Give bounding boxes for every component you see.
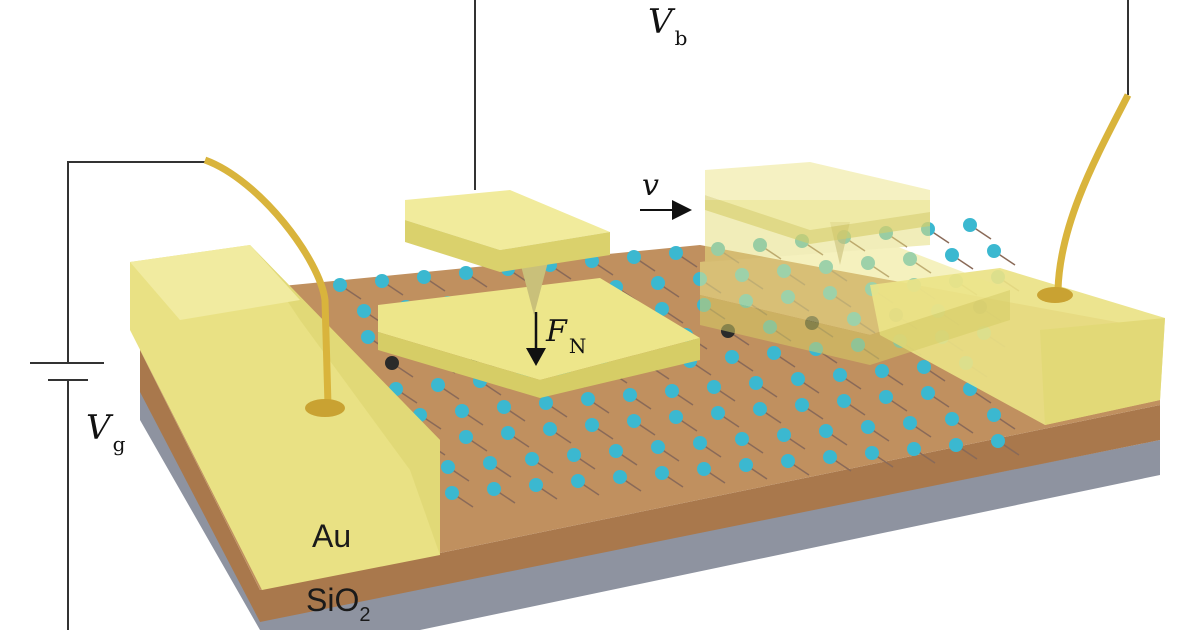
atom bbox=[963, 218, 977, 232]
right-bond-pad bbox=[1037, 287, 1073, 303]
atom bbox=[669, 246, 683, 260]
atom bbox=[459, 266, 473, 280]
atom bbox=[441, 460, 455, 474]
atom bbox=[455, 404, 469, 418]
atom bbox=[623, 388, 637, 402]
atom bbox=[777, 428, 791, 442]
atom bbox=[501, 426, 515, 440]
atom bbox=[921, 386, 935, 400]
atom bbox=[357, 304, 371, 318]
atom bbox=[833, 368, 847, 382]
atom bbox=[651, 276, 665, 290]
atom bbox=[725, 350, 739, 364]
contact-plate-left bbox=[378, 278, 700, 398]
atom bbox=[693, 436, 707, 450]
atom bbox=[991, 434, 1005, 448]
atom bbox=[949, 438, 963, 452]
atom bbox=[749, 376, 763, 390]
atom bbox=[861, 420, 875, 434]
atom bbox=[655, 466, 669, 480]
cantilever-right bbox=[705, 162, 930, 244]
base-layer bbox=[140, 390, 1160, 630]
atom bbox=[497, 400, 511, 414]
atom bbox=[875, 364, 889, 378]
atom bbox=[795, 398, 809, 412]
velocity-arrow bbox=[640, 200, 692, 220]
right-gold-lead bbox=[1054, 93, 1132, 291]
atom bbox=[459, 430, 473, 444]
atom bbox=[917, 360, 931, 374]
left-au-electrode bbox=[130, 245, 440, 590]
atom bbox=[837, 394, 851, 408]
atom bbox=[571, 474, 585, 488]
velocity-label: v bbox=[642, 168, 659, 203]
circuit-wires bbox=[30, 0, 1129, 630]
atom bbox=[539, 396, 553, 410]
atom bbox=[525, 452, 539, 466]
atom bbox=[613, 470, 627, 484]
atom bbox=[609, 444, 623, 458]
atom bbox=[711, 406, 725, 420]
atom bbox=[665, 384, 679, 398]
atom bbox=[669, 410, 683, 424]
afm-tip-left bbox=[520, 262, 548, 315]
atom bbox=[483, 456, 497, 470]
atom bbox=[879, 390, 893, 404]
atom bbox=[651, 440, 665, 454]
atom bbox=[707, 380, 721, 394]
au-label: Au bbox=[312, 518, 352, 554]
atom bbox=[581, 392, 595, 406]
atom bbox=[735, 432, 749, 446]
atom bbox=[945, 412, 959, 426]
atom bbox=[903, 416, 917, 430]
atom bbox=[385, 356, 399, 370]
cantilever-left bbox=[405, 190, 610, 272]
atom bbox=[865, 446, 879, 460]
atom bbox=[627, 414, 641, 428]
normal-force-arrow bbox=[526, 312, 546, 366]
left-bond-pad bbox=[305, 399, 345, 417]
atom bbox=[753, 402, 767, 416]
left-gold-lead bbox=[203, 156, 332, 406]
atom bbox=[487, 482, 501, 496]
atom bbox=[791, 372, 805, 386]
atom bbox=[567, 448, 581, 462]
atom bbox=[333, 278, 347, 292]
gate-wire-upper bbox=[67, 161, 205, 363]
atom bbox=[543, 422, 557, 436]
atom bbox=[781, 454, 795, 468]
atom bbox=[767, 346, 781, 360]
atom bbox=[361, 330, 375, 344]
atom bbox=[819, 424, 833, 438]
atom bbox=[585, 418, 599, 432]
atom bbox=[431, 378, 445, 392]
atom bbox=[987, 408, 1001, 422]
atom bbox=[907, 442, 921, 456]
atom bbox=[417, 270, 431, 284]
atom bbox=[987, 244, 1001, 258]
sio2-label: SiO2 bbox=[306, 582, 371, 626]
atom bbox=[375, 274, 389, 288]
atom bbox=[445, 486, 459, 500]
atom bbox=[627, 250, 641, 264]
atom bbox=[823, 450, 837, 464]
atom bbox=[529, 478, 543, 492]
atom bbox=[945, 248, 959, 262]
atom bbox=[739, 458, 753, 472]
atom bbox=[697, 462, 711, 476]
atom bbox=[655, 302, 669, 316]
